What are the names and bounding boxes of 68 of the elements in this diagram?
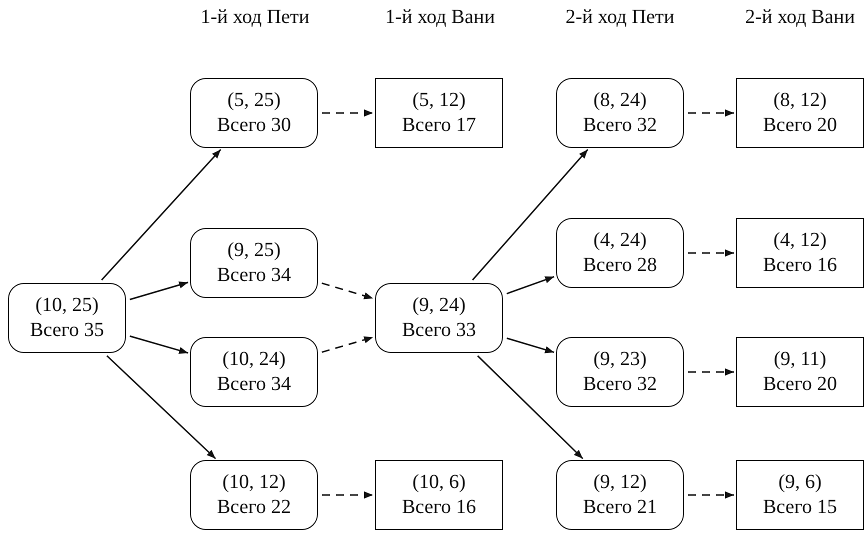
arrow: [688, 109, 734, 117]
arrow: [322, 491, 373, 499]
state-text: (9, 6): [778, 470, 822, 495]
state-text: (9, 12): [593, 470, 647, 495]
column-heading: 2-й ход Вани: [744, 5, 856, 30]
state-text: Всего 28: [582, 253, 658, 278]
state-text: Всего 20: [762, 113, 838, 138]
arrow: [688, 249, 734, 257]
state-text: (4, 24): [593, 228, 647, 253]
state-box: [190, 337, 318, 407]
state-box: [8, 283, 126, 353]
state-text: Всего 32: [582, 113, 658, 138]
arrow: [322, 282, 374, 300]
state-text: Всего 21: [582, 495, 658, 520]
arrow: [130, 335, 188, 354]
state-text: Всего 16: [762, 253, 838, 278]
state-box: [556, 337, 684, 407]
state-box: [556, 78, 684, 148]
state-text: Всего 32: [582, 372, 658, 397]
result-box: [736, 337, 864, 407]
state-text: (10, 24): [222, 347, 286, 372]
state-text: (10, 12): [222, 470, 286, 495]
result-box: [736, 460, 864, 530]
state-text: Всего 33: [402, 318, 476, 343]
state-box: [556, 460, 684, 530]
state-text: Всего 17: [402, 113, 476, 138]
state-text: Всего 34: [216, 372, 292, 397]
state-text: Всего 34: [216, 263, 292, 288]
state-text: (4, 12): [773, 228, 827, 253]
arrow: [322, 109, 373, 117]
state-box: [190, 228, 318, 298]
arrow: [472, 149, 588, 280]
arrow: [106, 355, 216, 460]
state-text: Всего 35: [30, 318, 104, 343]
arrow: [506, 338, 554, 354]
result-box: [736, 218, 864, 288]
state-text: (10, 6): [412, 470, 466, 495]
state-text: (8, 12): [773, 88, 827, 113]
state-text: (8, 24): [593, 88, 647, 113]
state-box: [190, 460, 318, 530]
state-text: (10, 25): [35, 293, 99, 318]
state-text: (9, 23): [593, 347, 647, 372]
arrow: [688, 491, 734, 499]
state-text: (9, 25): [227, 238, 281, 263]
state-text: Всего 30: [216, 113, 292, 138]
arrow: [506, 276, 554, 294]
state-text: (9, 24): [412, 293, 466, 318]
state-text: Всего 22: [216, 495, 292, 520]
state-text: (9, 11): [774, 347, 826, 372]
column-heading: 1-й ход Вани: [384, 5, 496, 30]
result-box: [736, 78, 864, 148]
state-box: [190, 78, 318, 148]
result-box: [375, 460, 503, 530]
arrow: [322, 336, 374, 353]
arrow: [130, 281, 188, 300]
column-heading: 2-й ход Пети: [564, 5, 676, 30]
arrow: [101, 148, 222, 281]
state-box: [375, 283, 503, 353]
state-text: Всего 16: [402, 495, 476, 520]
state-text: (5, 25): [227, 88, 281, 113]
state-text: (5, 12): [412, 88, 466, 113]
column-heading: 1-й ход Пети: [200, 5, 310, 30]
state-box: [556, 218, 684, 288]
state-text: Всего 20: [762, 372, 838, 397]
state-text: Всего 15: [762, 495, 838, 520]
arrow: [477, 355, 584, 460]
arrow: [688, 368, 734, 376]
result-box: [375, 78, 503, 148]
